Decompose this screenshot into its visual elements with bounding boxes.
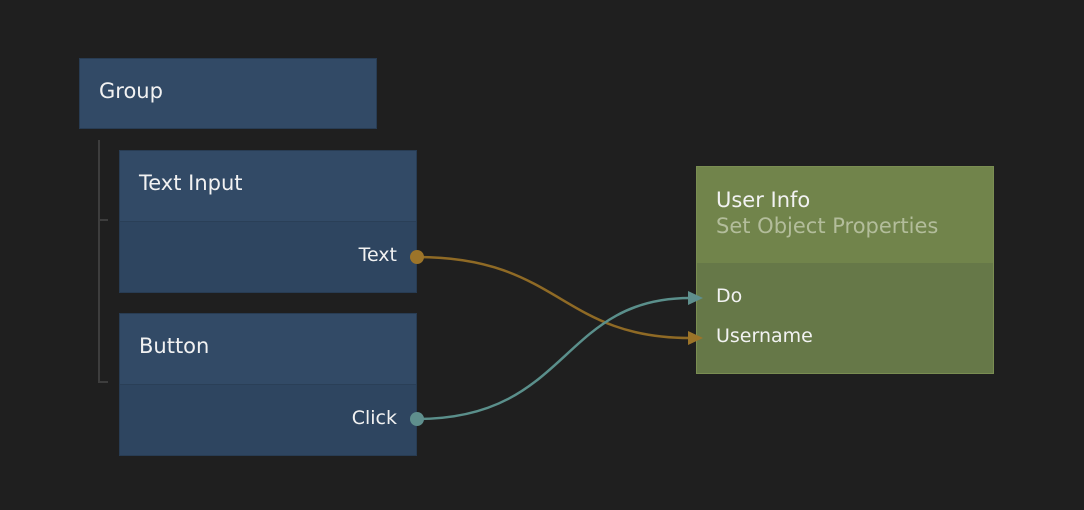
user-info-node-title: User Info xyxy=(716,188,811,212)
user-info-node[interactable]: User Info Set Object Properties Do Usern… xyxy=(696,166,994,374)
user-info-node-body xyxy=(697,263,993,373)
hierarchy-line xyxy=(98,140,108,383)
user-info-node-subtitle: Set Object Properties xyxy=(716,214,939,238)
connection-text-to-username[interactable] xyxy=(416,255,691,340)
group-node[interactable]: Group xyxy=(79,58,377,129)
text-input-node-body: Text xyxy=(120,221,416,292)
click-output-label: Click xyxy=(351,407,397,429)
do-input-label: Do xyxy=(716,285,743,307)
hierarchy-tick-text-input xyxy=(98,219,108,221)
text-output-label: Text xyxy=(358,244,397,266)
button-node[interactable]: Button Click xyxy=(119,313,417,456)
text-input-node-title: Text Input xyxy=(139,171,243,195)
button-node-body: Click xyxy=(120,384,416,455)
button-node-title: Button xyxy=(139,334,210,358)
username-input-label: Username xyxy=(716,325,813,347)
group-node-title: Group xyxy=(99,79,163,103)
hierarchy-tick-button xyxy=(98,381,108,383)
text-input-node[interactable]: Text Input Text xyxy=(119,150,417,293)
connection-click-to-do[interactable] xyxy=(416,296,691,421)
